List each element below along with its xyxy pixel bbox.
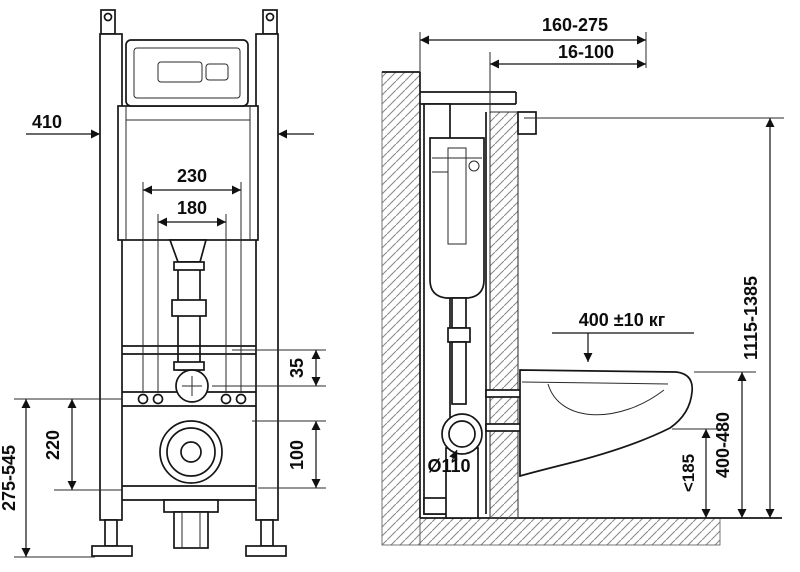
dim-275-545-label: 275-545	[0, 445, 19, 511]
front-dimensions: 410 230 180 35 100 220	[0, 112, 326, 558]
load-label: 400 ±10 кг	[579, 310, 666, 330]
bottom-drain-fitting	[163, 499, 219, 549]
front-view: 410 230 180 35 100 220	[0, 9, 326, 558]
dim-35-label: 35	[287, 358, 307, 378]
dim-1115-1385-label: 1115-1385	[741, 276, 761, 360]
dim-180-label: 180	[177, 198, 207, 218]
outlet-port	[159, 420, 223, 484]
dim-160-275-label: 160-275	[542, 15, 608, 35]
finish-panel	[489, 111, 537, 519]
dim-220-label: 220	[43, 430, 63, 460]
dim-d110-label: Ø110	[427, 456, 470, 476]
load-annotation: 400 ±10 кг	[552, 310, 694, 362]
flush-button-small	[205, 63, 229, 81]
flush-plate	[125, 39, 249, 107]
dim-410-label: 410	[32, 112, 62, 132]
dim-230-label: 230	[177, 166, 207, 186]
fixing-bolts	[137, 393, 247, 405]
cistern-side	[429, 137, 485, 299]
adjustable-feet	[91, 519, 287, 557]
dim-400-480-label: 400-480	[713, 412, 733, 478]
dim-185-label: <185	[679, 454, 698, 492]
flush-pipe-front	[168, 239, 208, 371]
wall-section	[381, 71, 421, 546]
dim-100-label: 100	[287, 440, 307, 470]
frame-rails	[99, 33, 279, 521]
side-view: 400 ±10 кг Ø110 160-275 16-100 1115-1385	[381, 15, 784, 546]
drain-diameter-annotation: Ø110	[427, 449, 471, 476]
side-dimensions: 160-275 16-100 1115-1385 400-480 <185	[419, 15, 784, 518]
water-inlet-port	[175, 369, 209, 403]
flush-button-large	[157, 61, 203, 83]
toilet-bowl	[519, 369, 694, 478]
hanger-tabs	[100, 9, 278, 35]
floor-section	[419, 517, 782, 546]
dim-16-100-label: 16-100	[558, 42, 614, 62]
